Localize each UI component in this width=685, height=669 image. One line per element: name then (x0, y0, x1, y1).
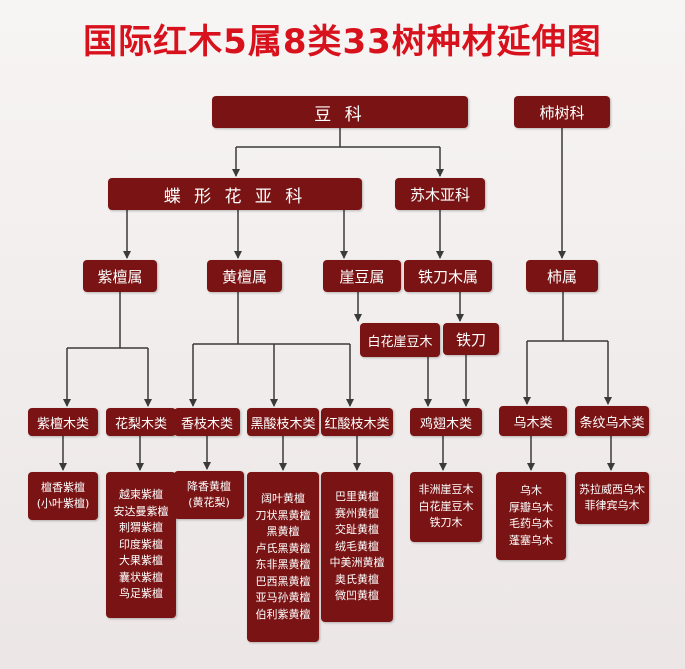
species-item: 刺猬紫檀 (119, 521, 163, 535)
node-caesalpinioideae-subfamily: 苏木亚科 (395, 178, 485, 210)
species-item: 交趾黄檀 (335, 523, 379, 537)
node-genus-diospyros: 柿属 (526, 260, 598, 292)
node-category-tiaowen: 条纹乌木类 (575, 406, 649, 436)
species-item: 印度紫檀 (119, 537, 163, 551)
species-item: 巴里黄檀 (335, 490, 379, 504)
node-genus-dalbergia: 黄檀属 (207, 260, 282, 292)
species-item: 菲律宾乌木 (584, 499, 640, 512)
species-item: 毛药乌木 (509, 517, 553, 530)
species-list-huali: 越柬紫檀 安达曼紫檀 刺猬紫檀 印度紫檀 大果紫檀 囊状紫檀 鸟足紫檀 (106, 472, 176, 618)
species-item: 安达曼紫檀 (113, 504, 169, 518)
species-item: 囊状紫檀 (119, 570, 163, 584)
species-item: 降香黄檀 (187, 479, 231, 493)
species-item: 赛州黄檀 (335, 506, 379, 520)
species-item: 非洲崖豆木 (418, 483, 474, 497)
species-item: 刀状黑黄檀 (255, 508, 311, 522)
species-item: 伯利紫黄檀 (255, 607, 311, 621)
node-category-huali: 花梨木类 (106, 408, 176, 436)
species-item: (小叶紫檀) (36, 497, 90, 510)
species-item: 中美洲黄檀 (329, 556, 385, 570)
species-item: 东非黑黄檀 (255, 558, 311, 571)
species-list-wumu: 乌木 厚瓣乌木 毛药乌木 蓬塞乌木 (496, 472, 566, 560)
node-category-heisuanzhi: 黑酸枝木类 (247, 408, 319, 436)
species-item: 苏拉威西乌木 (579, 482, 645, 496)
node-category-jichi: 鸡翅木类 (410, 408, 482, 436)
node-ebenaceae-family: 柿树科 (514, 96, 610, 128)
species-item: 鸟足紫檀 (119, 587, 163, 601)
species-item: 绒毛黄檀 (335, 539, 379, 553)
species-list-heisuanzhi: 阔叶黄檀 刀状黑黄檀 黑黄檀 卢氏黑黄檀 东非黑黄檀 巴西黑黄檀 亚马孙黄檀 伯… (247, 472, 319, 642)
node-baihua-yadoumu: 白花崖豆木 (360, 323, 440, 357)
node-legume-family: 豆 科 (212, 96, 468, 128)
node-category-zitan: 紫檀木类 (28, 408, 98, 436)
species-item: 蓬塞乌木 (509, 533, 553, 547)
species-list-tiaowen: 苏拉威西乌木 菲律宾乌木 (575, 472, 649, 524)
species-item: 阔叶黄檀 (261, 492, 305, 505)
species-list-hongsuanzhi: 巴里黄檀 赛州黄檀 交趾黄檀 绒毛黄檀 中美洲黄檀 奥氏黄檀 微凹黄檀 (321, 472, 393, 622)
node-genus-millettia: 崖豆属 (323, 260, 401, 292)
species-item: 大果紫檀 (119, 554, 163, 568)
node-category-hongsuanzhi: 红酸枝木类 (321, 408, 393, 436)
species-item: (黄花梨) (188, 496, 230, 509)
species-item: 卢氏黑黄檀 (255, 541, 311, 555)
page-title: 国际红木5属8类33树种材延伸图 (83, 22, 602, 62)
species-list-zitan: 檀香紫檀 (小叶紫檀) (28, 472, 98, 520)
species-item: 厚瓣乌木 (509, 500, 553, 514)
species-item: 越柬紫檀 (119, 488, 163, 502)
species-item: 微凹黄檀 (335, 589, 379, 603)
node-genus-cassia: 铁刀木属 (404, 260, 492, 292)
species-list-jichi: 非洲崖豆木 白花崖豆木 铁刀木 (410, 472, 482, 542)
node-category-wumu: 乌木类 (499, 406, 567, 436)
species-item: 奥氏黄檀 (335, 572, 379, 586)
species-item: 乌木 (520, 484, 542, 497)
species-item: 黑黄檀 (266, 525, 300, 538)
species-item: 巴西黑黄檀 (255, 574, 311, 588)
species-item: 檀香紫檀 (41, 480, 85, 494)
species-item: 白花崖豆木 (418, 499, 474, 513)
species-list-xiangzhi: 降香黄檀 (黄花梨) (174, 471, 244, 519)
node-category-xiangzhi: 香枝木类 (174, 408, 240, 436)
node-tiedao: 铁刀 (443, 323, 499, 355)
species-item: 亚马孙黄檀 (255, 591, 311, 604)
species-item: 铁刀木 (429, 516, 463, 530)
node-papilionoideae-subfamily: 蝶 形 花 亚 科 (108, 178, 362, 210)
node-genus-zitan: 紫檀属 (83, 260, 157, 292)
